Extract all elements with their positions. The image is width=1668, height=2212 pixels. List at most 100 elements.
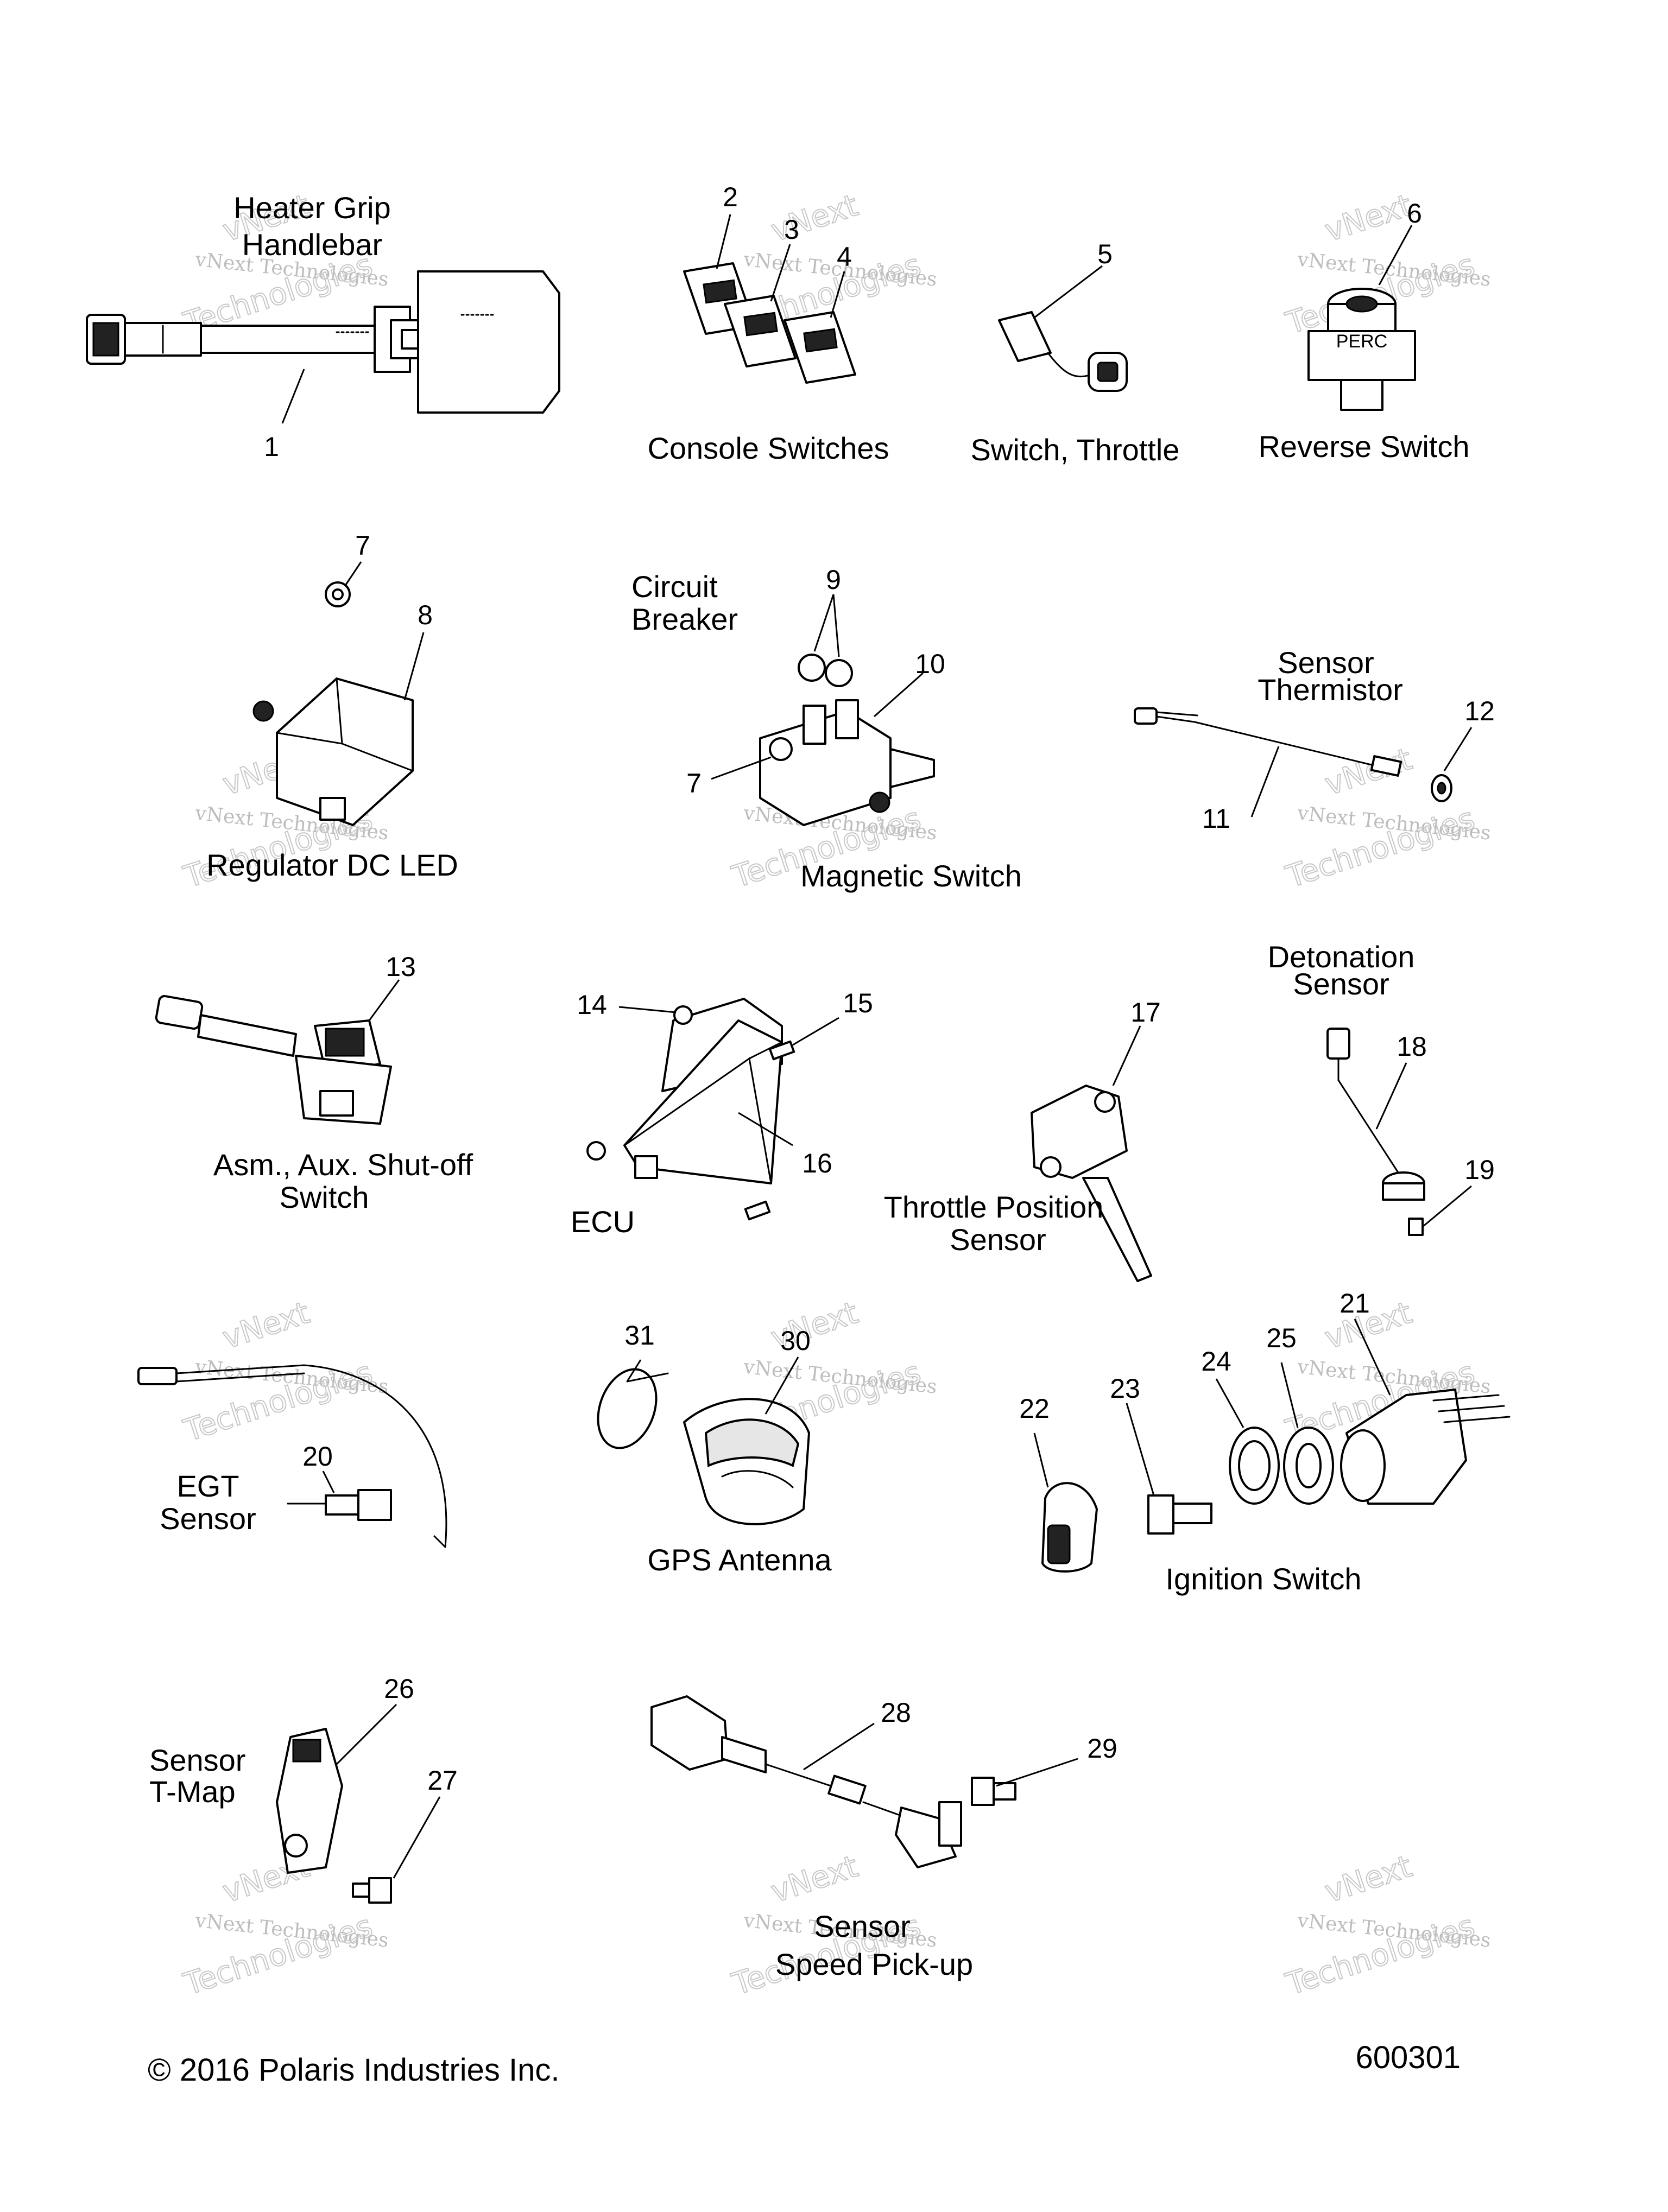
- aux-shutoff-label-line2: Switch: [280, 1180, 369, 1214]
- heater-grip-wire-icon: [200, 325, 376, 354]
- regulator-part: [252, 581, 414, 826]
- callout-5: 5: [1097, 239, 1113, 269]
- callout-26: 26: [384, 1674, 414, 1704]
- gps-antenna-group: 30 31 GPS Antenna: [597, 1320, 832, 1577]
- reverse-switch-label: Reverse Switch: [1258, 429, 1469, 464]
- ecu-connector-icon: [634, 1155, 658, 1179]
- gps-antenna-ring: [721, 1470, 794, 1488]
- reverse-switch-marking: PERC: [1336, 331, 1387, 352]
- gps-cable-tie-icon: [597, 1368, 658, 1449]
- circuit-breaker-label-line2: Breaker: [631, 602, 738, 636]
- sensor-tmap-group: Sensor T-Map 26 27: [149, 1674, 458, 1904]
- ecu-edges: [623, 1041, 783, 1184]
- callout-28: 28: [881, 1697, 911, 1728]
- reverse-switch-group: PERC 6 Reverse Switch: [1258, 198, 1469, 464]
- callout-11: 11: [1202, 803, 1230, 834]
- tps-screw-2-icon: [1040, 1156, 1062, 1178]
- heater-grip-plug-icon: [401, 329, 419, 350]
- watermark-line1: vNext: [767, 1849, 862, 1910]
- ecu-label: ECU: [571, 1205, 635, 1239]
- callout-14: 14: [577, 990, 607, 1020]
- callout-19: 19: [1464, 1155, 1495, 1185]
- heater-grip-title-line1: Heater Grip: [233, 191, 390, 225]
- detonation-sensor-base-icon: [1382, 1182, 1425, 1201]
- thermistor-wire-2: [1155, 711, 1198, 717]
- callout-29: 29: [1087, 1733, 1117, 1764]
- callout-28-leader: [803, 1722, 875, 1771]
- callout-15-leader: [792, 1017, 839, 1046]
- magnetic-switch-post-1-icon: [803, 705, 826, 745]
- sensor-thermistor-group: Sensor Thermistor 11 12: [1134, 645, 1495, 834]
- reverse-switch-stem-icon: [1340, 379, 1383, 411]
- callout-20-leader: [322, 1471, 335, 1493]
- reverse-switch-body-icon: [1307, 330, 1416, 381]
- callout-6: 6: [1407, 198, 1422, 229]
- callout-10-leader: [874, 672, 924, 718]
- callout-16: 16: [802, 1148, 832, 1178]
- speed-pickup-label-line2: Speed Pick-up: [775, 1947, 973, 1981]
- speed-pickup-part: [650, 1695, 1016, 1868]
- callout-2-leader: [716, 214, 731, 269]
- magnetic-switch-part: [759, 654, 935, 826]
- aux-shutoff-part: [155, 995, 392, 1125]
- callout-29-leader: [996, 1758, 1078, 1787]
- ecu-screw-2-icon: [744, 1200, 771, 1221]
- ignition-washer-hole-icon: [1296, 1443, 1322, 1488]
- callout-21: 21: [1340, 1288, 1370, 1319]
- speed-grommet-icon: [827, 1774, 867, 1805]
- console-switches-label: Console Switches: [647, 431, 889, 465]
- callout-7a-leader: [344, 561, 362, 587]
- watermark: vNext vNext Technologies Technologies: [179, 1295, 390, 1449]
- circuit-breaker-nut-2-icon: [825, 659, 853, 687]
- callout-5-leader: [1034, 265, 1103, 319]
- ignition-barrel-icon: [1340, 1429, 1386, 1502]
- callout-7-repeat: 7: [686, 768, 702, 798]
- callout-17-leader: [1112, 1025, 1141, 1086]
- magnetic-switch-group: Circuit Breaker 9 10 7 Magnetic Switch: [631, 565, 1022, 893]
- magnetic-switch-stud-icon: [869, 791, 890, 813]
- callout-18-leader: [1375, 1062, 1407, 1130]
- egt-wire: [175, 1364, 447, 1548]
- magnetic-switch-nut-icon: [769, 737, 793, 761]
- magnetic-switch-post-2-icon: [835, 699, 859, 739]
- console-switches-group: 2 3 4 Console Switches: [647, 182, 889, 465]
- heater-grip-handlebar-group: Heater Grip Handlebar 1: [86, 191, 560, 462]
- egt-probe-nut-icon: [357, 1489, 392, 1521]
- gps-antenna-label: GPS Antenna: [647, 1543, 832, 1577]
- callout-13: 13: [386, 952, 416, 982]
- aux-shutoff-harness-icon: [197, 1014, 297, 1057]
- callout-27: 27: [427, 1765, 458, 1796]
- speed-wire-2: [862, 1801, 902, 1817]
- sensor-tmap-label-line2: T-Map: [149, 1774, 236, 1809]
- ignition-terminals: [1432, 1394, 1511, 1423]
- diagram-number: 600301: [1355, 2040, 1461, 2075]
- callout-9: 9: [826, 565, 841, 595]
- sensor-tmap-label-line1: Sensor: [149, 1743, 245, 1777]
- callout-31: 31: [624, 1320, 655, 1351]
- watermark: vNext vNext Technologies Technologies: [179, 1848, 390, 2003]
- watermark-line1: vNext: [767, 188, 862, 249]
- speed-pickup-group: 28 29 Sensor Speed Pick-up: [650, 1695, 1117, 1981]
- reverse-switch-top-icon: [1345, 295, 1378, 313]
- egt-wire-end: [433, 1535, 446, 1548]
- aux-shutoff-button-icon: [325, 1028, 365, 1057]
- callout-19-leader: [1422, 1185, 1472, 1228]
- egt-connector-icon: [137, 1367, 178, 1385]
- callout-23-leader: [1126, 1403, 1155, 1496]
- callout-18: 18: [1397, 1031, 1427, 1062]
- tps-screw-icon: [1094, 1091, 1116, 1113]
- thermistor-probe-icon: [1370, 755, 1402, 777]
- regulator-group: 7 8 Regulator DC LED: [206, 530, 458, 882]
- console-switch-part: [683, 262, 856, 384]
- callout-22: 22: [1019, 1393, 1050, 1424]
- ecu-screw-icon: [768, 1040, 795, 1061]
- callout-22-leader: [1033, 1433, 1049, 1488]
- callout-7: 7: [355, 530, 370, 561]
- callout-3: 3: [784, 214, 799, 245]
- callout-2: 2: [723, 182, 738, 212]
- connector-pins-icon: [92, 322, 119, 357]
- callout-20: 20: [302, 1441, 333, 1472]
- switch-throttle-wire: [1047, 352, 1092, 378]
- regulator-nut-hole-icon: [332, 588, 344, 600]
